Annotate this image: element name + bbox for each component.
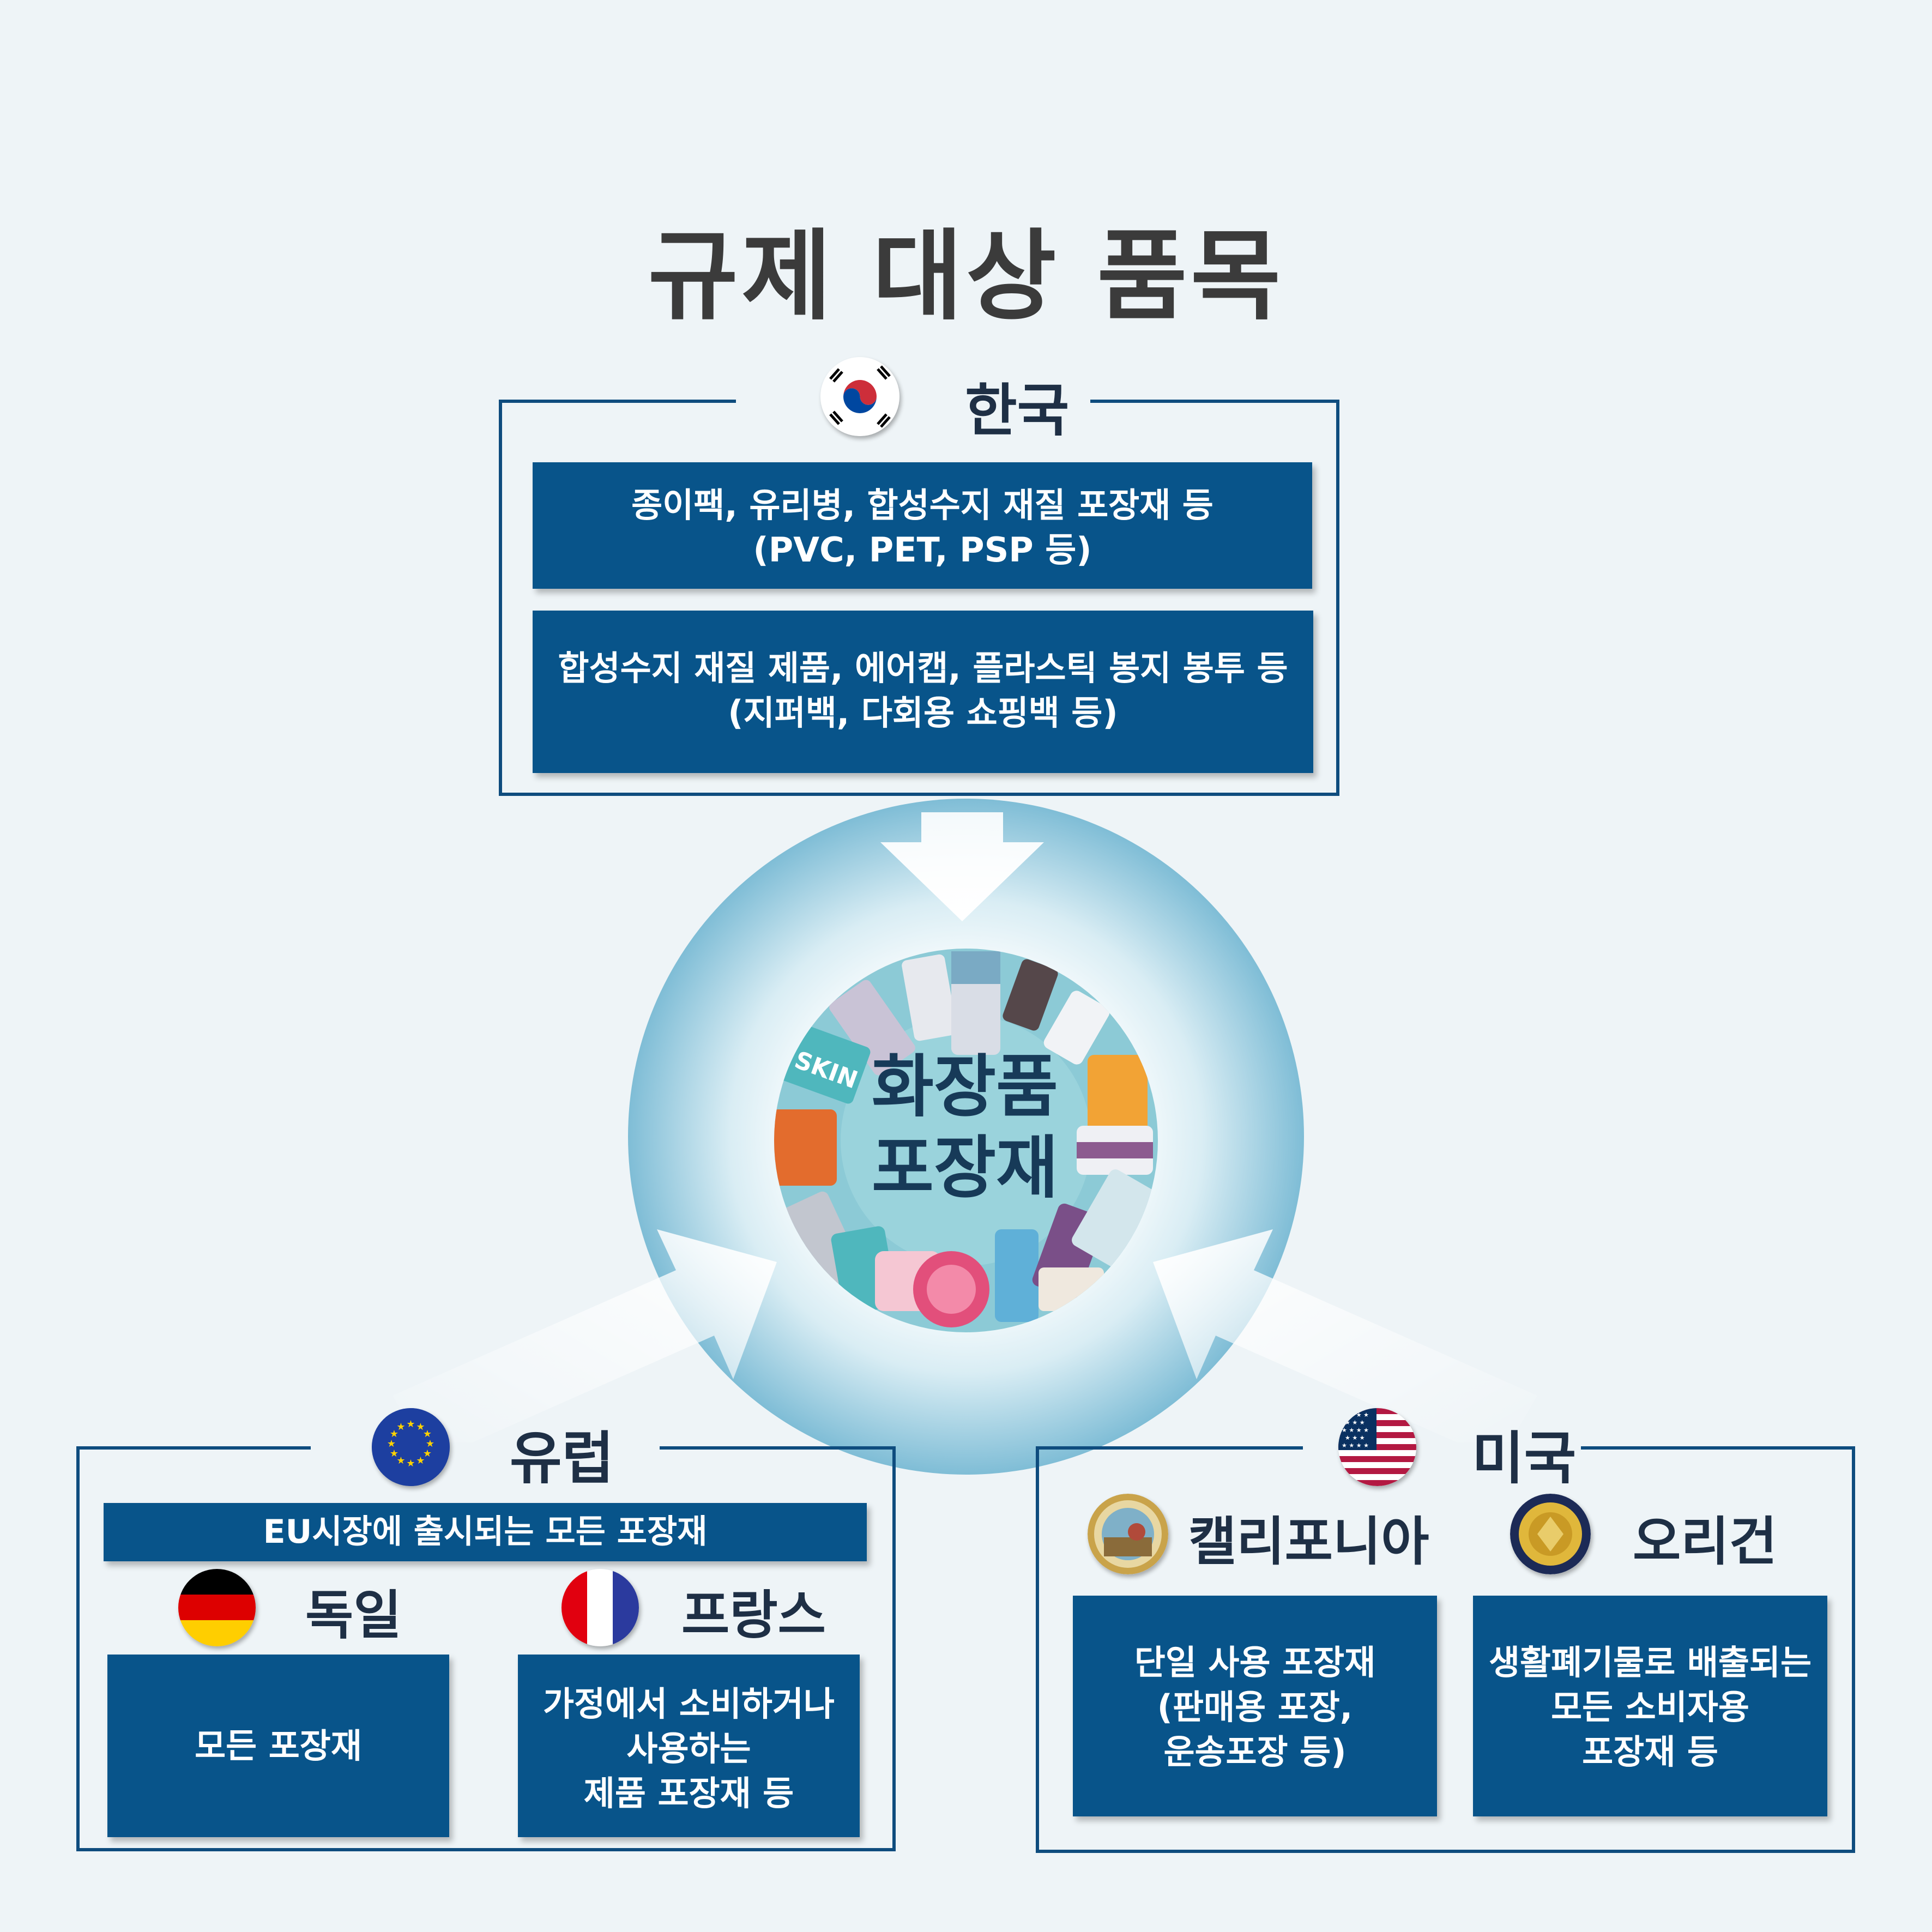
- korea-item-2: 합성수지 재질 제품, 에어캡, 플라스틱 봉지 봉투 등 (지퍼백, 다회용 …: [533, 611, 1313, 773]
- france-flag-icon: [562, 1569, 639, 1646]
- germany-flag-icon: [178, 1569, 256, 1646]
- france-heading: 프랑스: [681, 1585, 826, 1646]
- usa-heading: 미국: [1472, 1425, 1577, 1492]
- svg-text:★: ★: [396, 1421, 405, 1433]
- germany-heading: 독일: [305, 1585, 402, 1646]
- svg-text:★: ★: [390, 1448, 399, 1459]
- center-label-line1: 화장품: [871, 1048, 1059, 1126]
- korea-flag-icon: [820, 357, 899, 436]
- california-item: 단일 사용 포장재 (판매용 포장, 운송포장 등): [1073, 1596, 1437, 1816]
- europe-heading: 유럽: [510, 1425, 614, 1492]
- eu-item: EU시장에 출시되는 모든 포장재: [104, 1503, 867, 1561]
- eu-flag-icon: ★★★ ★★★ ★★★ ★★★: [372, 1408, 450, 1486]
- germany-item: 모든 포장재: [107, 1655, 449, 1837]
- svg-text:★: ★: [390, 1428, 399, 1440]
- france-item: 가정에서 소비하거나 사용하는 제품 포장재 등: [518, 1655, 860, 1837]
- california-seal-icon: [1088, 1494, 1168, 1574]
- svg-text:★: ★: [406, 1418, 415, 1430]
- korea-heading: 한국: [965, 377, 1070, 444]
- svg-text:★: ★: [396, 1455, 405, 1466]
- oregon-heading: 오리건: [1633, 1511, 1777, 1572]
- svg-text:★ ★ ★ ★: ★ ★ ★ ★: [1342, 1442, 1369, 1449]
- cosmetics-illustration: SKIN: [774, 949, 1158, 1332]
- svg-text:★: ★: [423, 1428, 432, 1440]
- usa-flag-icon: ★ ★ ★ ★★ ★ ★ ★ ★ ★ ★★ ★ ★ ★ ★ ★ ★: [1338, 1408, 1416, 1486]
- svg-text:★ ★ ★: ★ ★ ★: [1345, 1434, 1365, 1441]
- center-label-line2: 포장재: [871, 1128, 1059, 1208]
- page-title: 규제 대상 품목: [648, 220, 1284, 334]
- oregon-item: 생활폐기물로 배출되는 모든 소비자용 포장재 등: [1473, 1596, 1827, 1816]
- svg-text:★: ★: [423, 1448, 432, 1459]
- svg-text:★: ★: [416, 1455, 425, 1466]
- svg-text:★ ★ ★ ★: ★ ★ ★ ★: [1342, 1427, 1369, 1434]
- svg-text:★: ★: [426, 1438, 434, 1450]
- svg-text:★: ★: [387, 1438, 396, 1450]
- center-label: 화장품 포장재: [774, 1047, 1156, 1209]
- california-heading: 캘리포니아: [1188, 1511, 1429, 1572]
- svg-text:★ ★ ★: ★ ★ ★: [1345, 1419, 1365, 1426]
- svg-text:★: ★: [406, 1458, 415, 1469]
- korea-item-1: 종이팩, 유리병, 합성수지 재질 포장재 등 (PVC, PET, PSP 등…: [533, 462, 1312, 589]
- oregon-seal-icon: [1510, 1494, 1591, 1574]
- svg-text:★: ★: [416, 1421, 425, 1433]
